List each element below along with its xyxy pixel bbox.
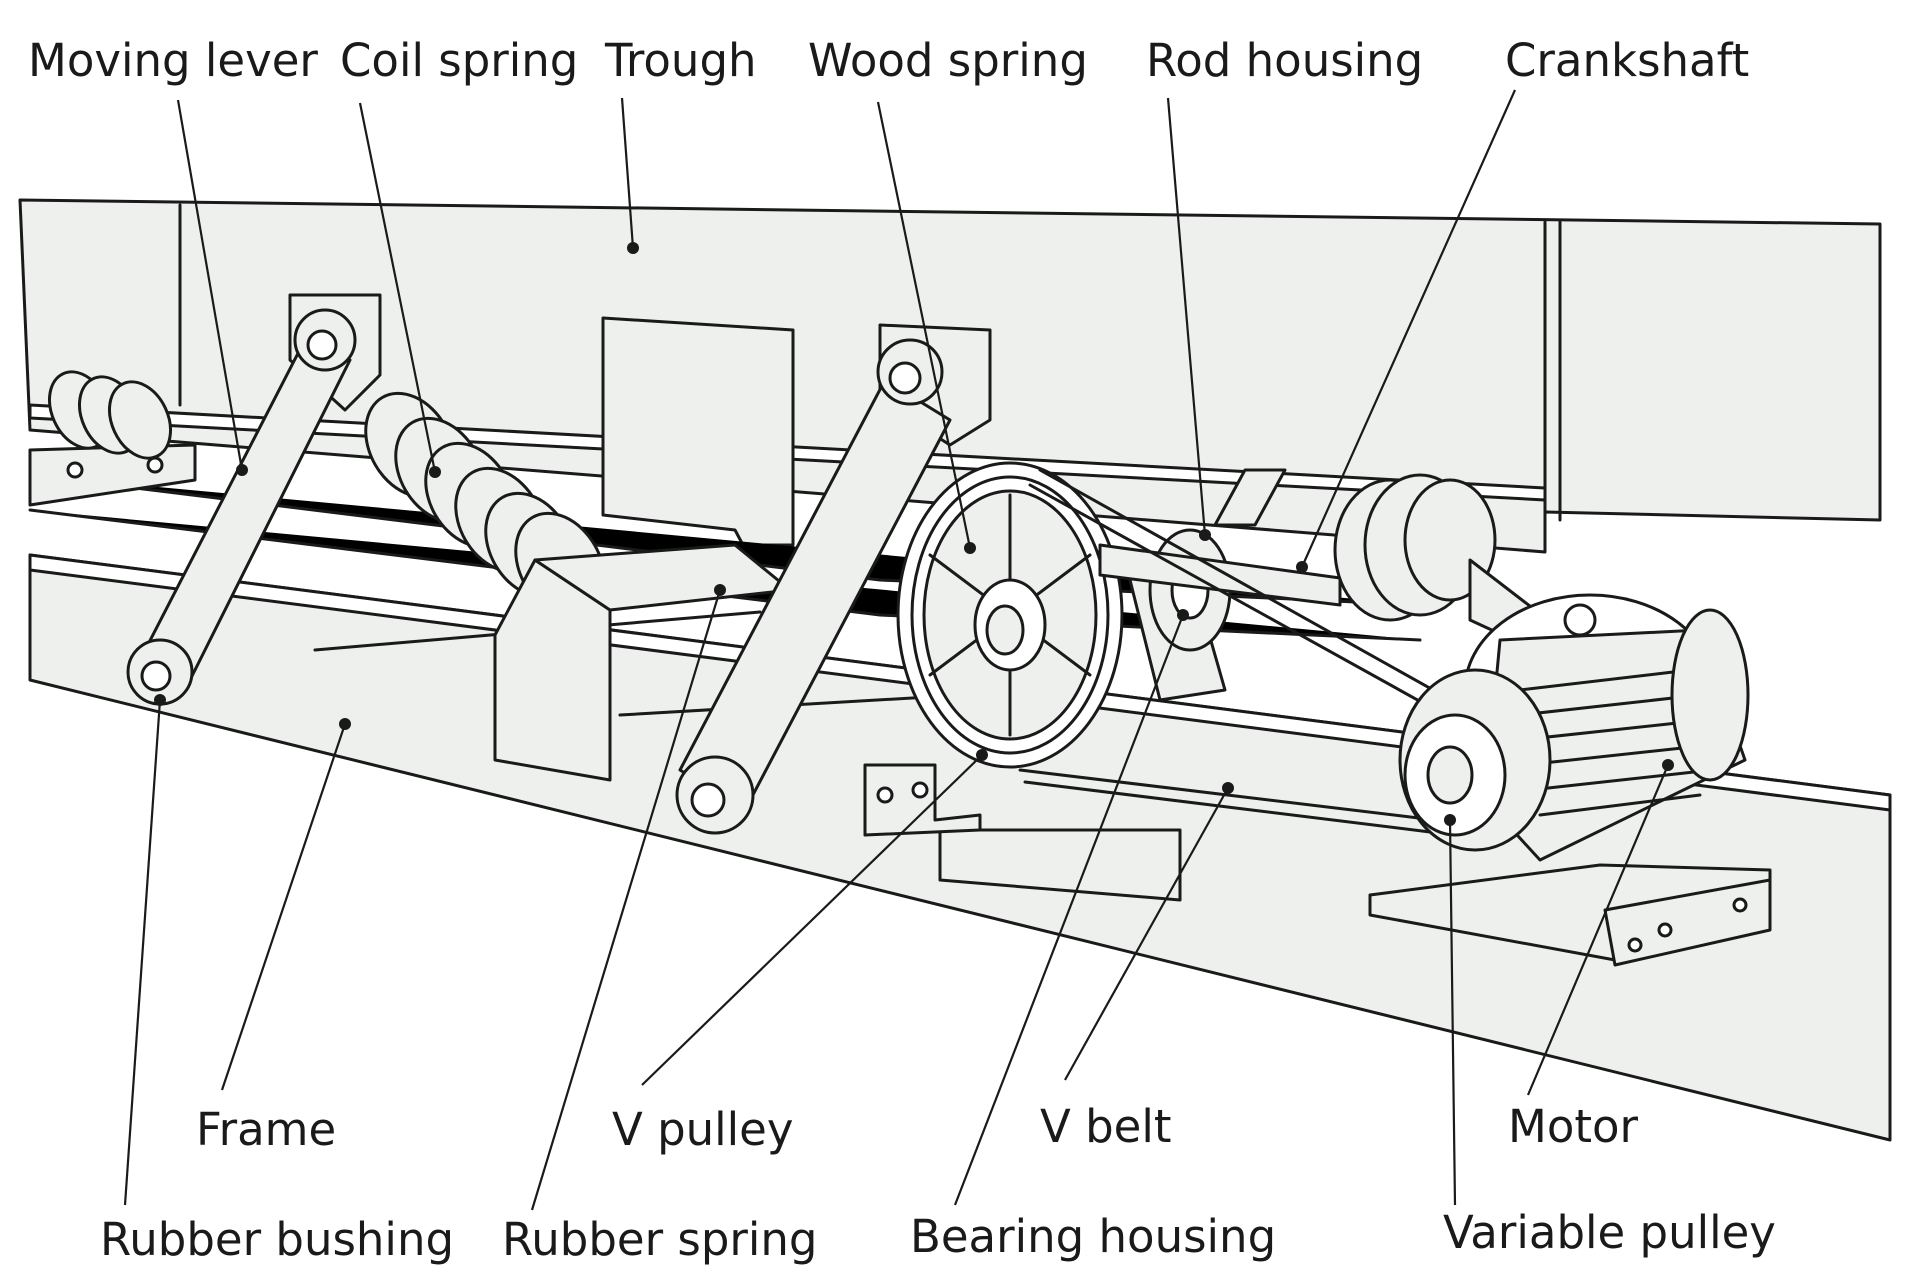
leader-variable-pulley (1448, 819, 1457, 1206)
v-belt-drawing (1018, 468, 1462, 834)
coil-spring-left (48, 370, 172, 460)
label-v-belt: V belt (1040, 1100, 1171, 1153)
label-variable-pulley: Variable pulley (1443, 1206, 1776, 1259)
leader-lines (123, 89, 1674, 1211)
label-trough: Trough (604, 34, 757, 87)
crankshaft-rod (1098, 468, 1537, 652)
leader-dot-trough (627, 242, 639, 254)
leader-rod-housing (1166, 97, 1207, 536)
label-wood-spring: Wood spring (808, 34, 1088, 87)
leader-rubber-spring (530, 589, 722, 1211)
variable-pulley-drawing (1398, 668, 1552, 852)
leader-crankshaft (1300, 89, 1517, 568)
leader-rubber-bushing (123, 699, 162, 1206)
leader-bearing-housing (953, 614, 1185, 1206)
label-rubber-spring: Rubber spring (502, 1213, 817, 1266)
label-frame: Frame (196, 1103, 336, 1156)
label-bearing-housing: Bearing housing (910, 1210, 1276, 1263)
leader-dot-variable-pulley (1444, 814, 1456, 826)
machine-drawing (18, 198, 1892, 1142)
v-pulley-wheel (896, 461, 1124, 769)
leader-dot-v-belt (1222, 782, 1234, 794)
leader-dot-motor (1662, 759, 1674, 771)
leader-dot-rod-housing (1199, 529, 1211, 541)
label-moving-lever: Moving lever (28, 34, 318, 87)
leader-dot-frame (339, 718, 351, 730)
label-v-pulley: V pulley (612, 1103, 794, 1156)
leader-dot-crankshaft (1296, 561, 1308, 573)
leader-dot-moving-lever (236, 464, 248, 476)
moving-lever (126, 293, 382, 706)
label-motor: Motor (1508, 1100, 1639, 1153)
leader-v-pulley (641, 754, 983, 1086)
leader-dot-bearing-housing (1177, 609, 1189, 621)
label-coil-spring: Coil spring (340, 34, 578, 87)
leader-trough (620, 97, 635, 249)
leader-motor (1526, 764, 1670, 1096)
label-rubber-bushing: Rubber bushing (100, 1213, 454, 1266)
leader-coil-spring (358, 102, 437, 473)
part-labels: Moving lever Coil spring Trough Wood spr… (28, 34, 1776, 1266)
leader-dot-wood-spring (964, 542, 976, 554)
wood-spring (675, 323, 992, 835)
leader-v-belt (1064, 787, 1229, 1081)
leader-dot-rubber-bushing (154, 694, 166, 706)
label-rod-housing: Rod housing (1146, 34, 1423, 87)
leader-dot-v-pulley (976, 749, 988, 761)
leader-dot-rubber-spring (714, 584, 726, 596)
leader-frame (220, 723, 347, 1091)
leader-dot-coil-spring (429, 466, 441, 478)
leader-wood-spring (876, 101, 972, 549)
leader-moving-lever (176, 99, 244, 471)
label-crankshaft: Crankshaft (1505, 34, 1749, 87)
